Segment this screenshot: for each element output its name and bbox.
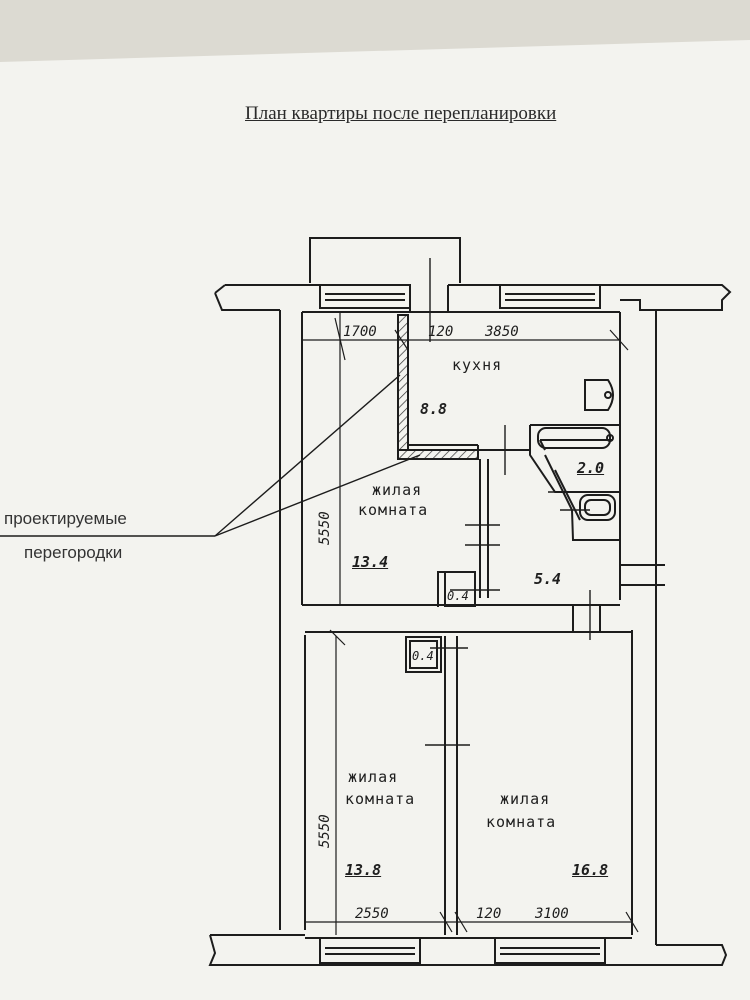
kitchen-sink-fixture [584, 379, 614, 411]
dimension-top-mid: 120 [428, 324, 454, 340]
bath-wall-upper [529, 424, 620, 493]
closet-top-area: 0.4 [447, 589, 469, 603]
living-right-label-2: комната [486, 813, 557, 831]
hall-area: 5.4 [534, 570, 562, 588]
dimension-top-left: 1700 [343, 324, 377, 340]
window-bottom-right [494, 937, 606, 964]
living-top-area: 13.4 [352, 553, 389, 571]
wash-basin-inner [584, 499, 611, 516]
dim-tick-bottom-3 [625, 911, 639, 933]
closet-bottom-box [405, 636, 442, 673]
kitchen-label: кухня [452, 356, 503, 374]
kitchen-partition-horizontal [397, 449, 479, 460]
closet-bottom-inner [409, 640, 438, 669]
living-top-label-2: комната [358, 501, 429, 519]
dim-tick-side [329, 629, 346, 646]
living-top-label-1: жилая [372, 481, 423, 499]
paper [0, 40, 750, 1000]
dimension-bottom-right: 3100 [535, 906, 569, 922]
dim-tick-bottom-2 [454, 911, 468, 933]
balcony-outline [309, 237, 461, 283]
leader-line-1 [214, 374, 401, 537]
bathtub-drain [606, 434, 614, 442]
living-right-area: 16.8 [572, 861, 609, 879]
leader-line-2 [214, 454, 421, 537]
closet-bottom-area: 0.4 [412, 649, 434, 663]
bathtub-fixture [537, 427, 611, 449]
bath-diagonal-inner [554, 469, 581, 521]
window-bottom-left [319, 937, 421, 964]
top-left-wall-end [214, 284, 280, 311]
dimension-side-bottom: 5550 [317, 814, 333, 848]
dim-tick-top-3 [609, 329, 629, 351]
annotation-line-2: перегородки [24, 543, 123, 562]
closet-top-box [444, 571, 476, 607]
window-top-right [499, 284, 601, 309]
bath-area: 2.0 [577, 459, 605, 477]
dimension-bottom-left: 2550 [355, 906, 389, 922]
bath-diagonal-wall [544, 454, 620, 541]
kitchen-area: 8.8 [420, 400, 448, 418]
dim-tick-bottom-1 [439, 911, 453, 933]
kitchen-partition-vertical [397, 314, 409, 451]
dimension-top-right: 3850 [485, 324, 519, 340]
annotation-line-1: проектируемые [4, 509, 127, 528]
dimension-bottom-mid: 120 [476, 906, 502, 922]
living-left-label-2: комната [345, 790, 416, 808]
living-left-area: 13.8 [345, 861, 382, 879]
top-exterior-wall [225, 284, 732, 311]
dim-tick-top-2 [394, 329, 409, 351]
kitchen-sink-drain [604, 391, 612, 399]
wash-basin-fixture [579, 494, 616, 521]
plan-title: План квартиры после перепланировки [245, 103, 557, 124]
living-right-label-1: жилая [500, 790, 551, 808]
dimension-side-top: 5550 [317, 511, 333, 545]
living-left-label-1: жилая [348, 768, 399, 786]
